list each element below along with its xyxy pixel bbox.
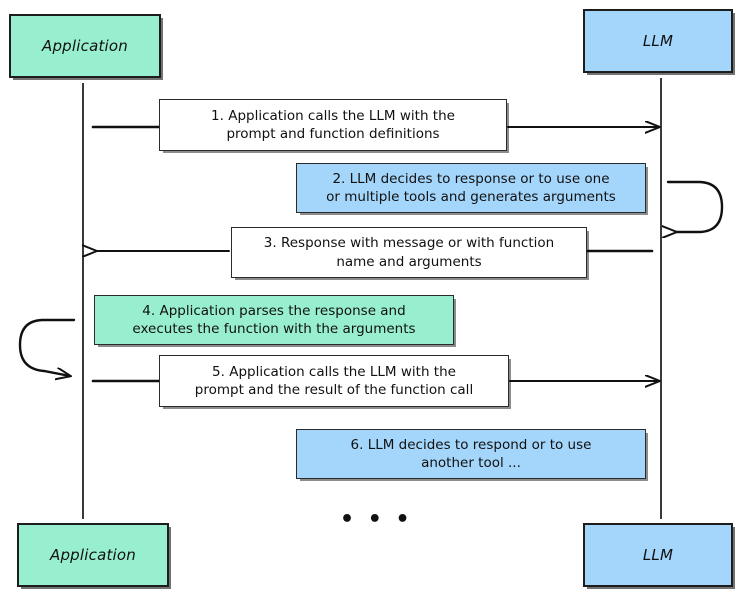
actor-llm-top[interactable]: LLM	[583, 9, 733, 73]
self-loop-application	[18, 318, 76, 376]
actor-llm-top-label: LLM	[642, 32, 674, 50]
message-box-1[interactable]: 1. Application calls the LLM with the pr…	[159, 99, 507, 151]
message-4-text: 4. Application parses the response and e…	[132, 302, 416, 337]
message-6-text: 6. LLM decides to respond or to use anot…	[350, 436, 592, 471]
message-1-text: 1. Application calls the LLM with the pr…	[211, 107, 455, 142]
actor-application-bottom-label: Application	[49, 546, 136, 564]
actor-application-top-label: Application	[41, 37, 128, 55]
message-box-3[interactable]: 3. Response with message or with functio…	[231, 227, 587, 278]
message-5-text: 5. Application calls the LLM with the pr…	[194, 363, 474, 398]
actor-llm-bottom-label: LLM	[642, 546, 674, 564]
message-2-text: 2. LLM decides to response or to use one…	[326, 170, 616, 205]
actor-application-top[interactable]: Application	[9, 14, 161, 78]
actor-llm-bottom[interactable]: LLM	[583, 523, 733, 587]
message-box-2[interactable]: 2. LLM decides to response or to use one…	[296, 163, 646, 213]
message-box-4[interactable]: 4. Application parses the response and e…	[94, 295, 454, 345]
continuation-ellipsis: • • •	[340, 507, 413, 532]
message-box-6[interactable]: 6. LLM decides to respond or to use anot…	[296, 429, 646, 479]
message-3-text: 3. Response with message or with functio…	[263, 235, 555, 270]
message-box-5[interactable]: 5. Application calls the LLM with the pr…	[159, 355, 509, 407]
actor-application-bottom[interactable]: Application	[17, 523, 169, 587]
self-loop-llm	[668, 180, 724, 232]
